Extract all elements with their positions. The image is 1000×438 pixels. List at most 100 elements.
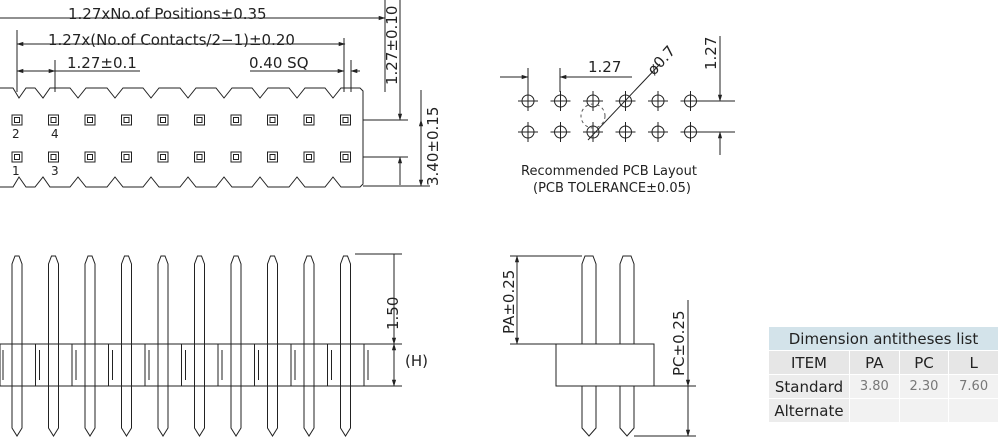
side-pin-left-top bbox=[581, 255, 597, 344]
pin-pad bbox=[267, 151, 278, 163]
front-pin-bottom bbox=[303, 386, 315, 437]
square-dim-label: 0.40 SQ bbox=[249, 54, 309, 72]
pin-pad bbox=[121, 151, 132, 163]
front-pin-bottom bbox=[157, 386, 169, 437]
top-view bbox=[0, 0, 430, 188]
pin-square bbox=[123, 117, 130, 123]
front-pin-bottom bbox=[121, 386, 132, 437]
front-pin-bottom bbox=[194, 386, 205, 437]
pcb-hole-group bbox=[518, 91, 701, 142]
pin-square bbox=[269, 154, 276, 160]
pin-square bbox=[233, 117, 239, 123]
pcb-hole-leader bbox=[587, 63, 661, 141]
pin-square bbox=[306, 154, 312, 160]
pin-square bbox=[50, 154, 57, 160]
pin-square bbox=[14, 154, 20, 160]
pcb-layout bbox=[500, 36, 735, 155]
pin-square bbox=[123, 154, 130, 160]
pin-number-3: 3 bbox=[51, 164, 59, 178]
pin-square bbox=[306, 117, 312, 123]
pcb-pitch-dim-label: 1.27 bbox=[588, 58, 621, 76]
positions-dim-label: 1.27xNo.of Positions±0.35 bbox=[68, 5, 267, 23]
row-pitch-dim-label: 1.27±0.10 bbox=[383, 6, 401, 85]
pin-square bbox=[196, 117, 203, 123]
pin-pad bbox=[303, 114, 315, 126]
pa-dim-label: PA±0.25 bbox=[500, 270, 518, 334]
front-pin-top bbox=[121, 255, 132, 344]
front-pin-bottom bbox=[48, 386, 59, 437]
front-pin-top bbox=[11, 255, 23, 344]
pin-pad bbox=[11, 114, 23, 126]
front-pin-group bbox=[2, 255, 369, 437]
front-pin-bottom bbox=[84, 386, 96, 437]
row-alternate-pa bbox=[849, 398, 900, 423]
front-pin-top bbox=[303, 255, 315, 344]
pin-pad bbox=[230, 114, 242, 126]
row-standard-pc: 2.30 bbox=[898, 374, 950, 399]
pin-square bbox=[160, 154, 166, 160]
pin-pad bbox=[340, 114, 351, 126]
pin-pad bbox=[121, 114, 132, 126]
table-title: Dimension antitheses list bbox=[768, 326, 999, 351]
front-pin-top bbox=[230, 255, 242, 344]
pin-pad bbox=[11, 151, 23, 163]
front-pin-bottom bbox=[11, 386, 23, 437]
pc-dim-label: PC±0.25 bbox=[670, 311, 688, 377]
pin-pad bbox=[48, 114, 59, 126]
pitch-dim-label: 1.27±0.1 bbox=[67, 54, 137, 72]
pin-pad bbox=[84, 151, 96, 163]
row-alternate-pc bbox=[898, 398, 950, 423]
pin-square bbox=[342, 117, 349, 123]
pin-pad bbox=[194, 151, 205, 163]
top-pad-group bbox=[11, 114, 351, 163]
table-row: Alternate bbox=[768, 398, 999, 423]
front-pin-top bbox=[157, 255, 169, 344]
h-dim-label: (H) bbox=[405, 352, 428, 370]
pin-square bbox=[342, 154, 349, 160]
pin-number-4: 4 bbox=[51, 127, 59, 141]
front-pin-bottom bbox=[267, 386, 278, 437]
side-pin-left-bottom bbox=[581, 386, 597, 437]
pin-pad bbox=[267, 114, 278, 126]
side-pin-right-top bbox=[619, 255, 635, 344]
pin-pad bbox=[340, 151, 351, 163]
row-standard-item: Standard bbox=[768, 374, 850, 399]
header-body-outline bbox=[0, 87, 364, 188]
pin-pad bbox=[230, 151, 242, 163]
height-dim-label: 3.40±0.15 bbox=[424, 107, 442, 186]
row-standard-pa: 3.80 bbox=[849, 374, 900, 399]
pcb-row-pitch-dim-label: 1.27 bbox=[702, 37, 720, 70]
header-pa: PA bbox=[849, 350, 900, 375]
row-alternate-item: Alternate bbox=[768, 398, 850, 423]
contacts-dim-label: 1.27x(No.of Contacts/2−1)±0.20 bbox=[48, 31, 295, 49]
pin-square bbox=[87, 117, 93, 123]
pin-number-2: 2 bbox=[12, 127, 20, 141]
pcb-caption: Recommended PCB Layout bbox=[521, 164, 697, 179]
pin-square bbox=[233, 154, 239, 160]
header-item: ITEM bbox=[768, 350, 850, 375]
front-pin-top bbox=[340, 255, 351, 344]
pin-pad bbox=[303, 151, 315, 163]
side-pin-right-bottom bbox=[619, 386, 635, 437]
pcb-construction-circle bbox=[580, 103, 606, 129]
front-pin-top bbox=[267, 255, 278, 344]
pin-square bbox=[269, 117, 276, 123]
pin-square bbox=[160, 117, 166, 123]
pin-square bbox=[196, 154, 203, 160]
side-view bbox=[510, 255, 696, 437]
row-alternate-l bbox=[948, 398, 999, 423]
row-standard-l: 7.60 bbox=[948, 374, 999, 399]
pcb-hole-dim-label: ø0.7 bbox=[644, 42, 679, 79]
pin-pad bbox=[48, 151, 59, 163]
pin-length-dim-label: 1.50 bbox=[384, 297, 402, 330]
pin-pad bbox=[157, 151, 169, 163]
header-pc: PC bbox=[898, 350, 950, 375]
pin-pad bbox=[84, 114, 96, 126]
front-pin-top bbox=[48, 255, 59, 344]
table-row: Standard 3.80 2.30 7.60 bbox=[768, 374, 999, 399]
pcb-tolerance-caption: (PCB TOLERANCE±0.05) bbox=[533, 181, 691, 196]
pin-square bbox=[50, 117, 57, 123]
dimension-table: Dimension antitheses list ITEM PA PC L S… bbox=[768, 326, 999, 423]
pin-square bbox=[14, 117, 20, 123]
